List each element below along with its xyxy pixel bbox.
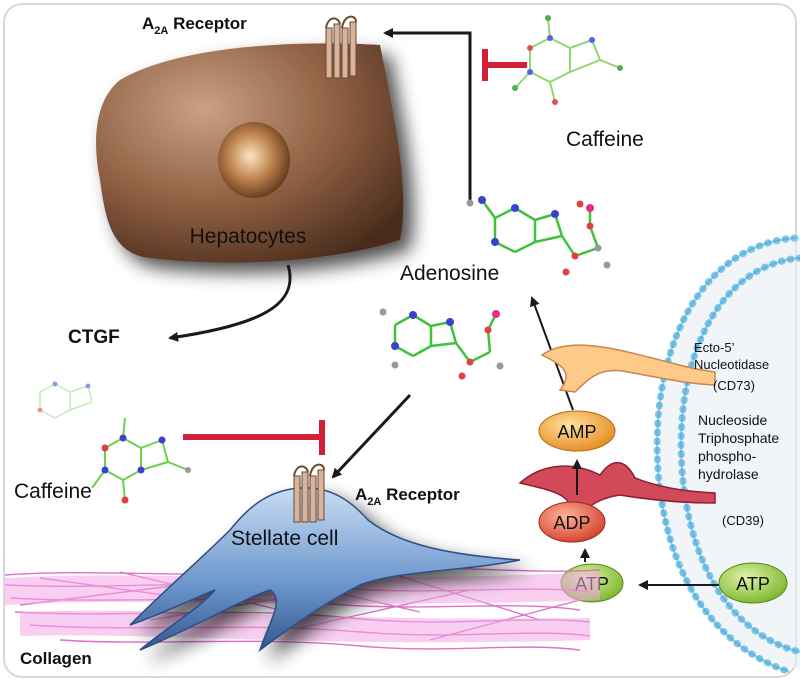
ntpd-label-line3: phospho- (698, 448, 757, 464)
a2a-receptor-top-label: A2A Receptor (142, 14, 247, 37)
amp-label: AMP (557, 422, 596, 442)
ecto-nucleotidase-ribbon (540, 344, 716, 393)
caffeine-left-label: Caffeine (14, 480, 92, 503)
adenosine-to-hepatocyte-arrow (383, 28, 472, 205)
hepatocyte-nucleus (218, 122, 290, 198)
stellate-cell (129, 487, 521, 653)
caffeine-molecule-top-icon (512, 15, 623, 105)
ntpd-label-line2: Triphosphate (698, 430, 779, 446)
amp-node (538, 410, 616, 452)
caffeine-inhibit-bottom (183, 420, 325, 455)
caffeine-inhibit-top (482, 49, 527, 81)
a2a-receptor-bottom-icon (293, 463, 325, 523)
hepatocytes-label: Hepatocytes (190, 225, 307, 248)
adp-label: ADP (553, 513, 590, 533)
collagen-label: Collagen (20, 649, 92, 668)
atp-outer-node (718, 562, 788, 604)
caffeine-top-label: Caffeine (566, 128, 644, 151)
atp-outer-label: ATP (736, 574, 770, 594)
caffeine-molecule-left-icon (91, 417, 191, 504)
adenosine-molecule-upper-icon (466, 196, 611, 276)
ecto-label-line3: (CD73) (713, 378, 755, 393)
adenosine-molecule-lower-icon (379, 308, 504, 380)
hepatocyte-to-ctgf-arrow (168, 264, 292, 342)
ntpd-label-line4: hydrolase (698, 466, 759, 482)
adenosine-to-stellate-arrow (331, 393, 412, 479)
cd39-label: (CD39) (722, 513, 764, 528)
ecto-label-line2: Nucleotidase (694, 357, 769, 372)
a2a-receptor-bottom-label: A2A Receptor (355, 485, 460, 508)
ctgf-label: CTGF (68, 327, 120, 348)
stellate-cell-label: Stellate cell (231, 527, 338, 550)
a2a-receptor-top-icon (325, 15, 357, 79)
adenosine-label: Adenosine (400, 262, 499, 285)
caffeine-molecule-left-faint-icon (37, 381, 93, 419)
ecto-label-line1: Ecto-5’ (694, 340, 735, 355)
ntpd-label-line1: Nucleoside (698, 412, 767, 428)
adp-node (538, 501, 606, 543)
